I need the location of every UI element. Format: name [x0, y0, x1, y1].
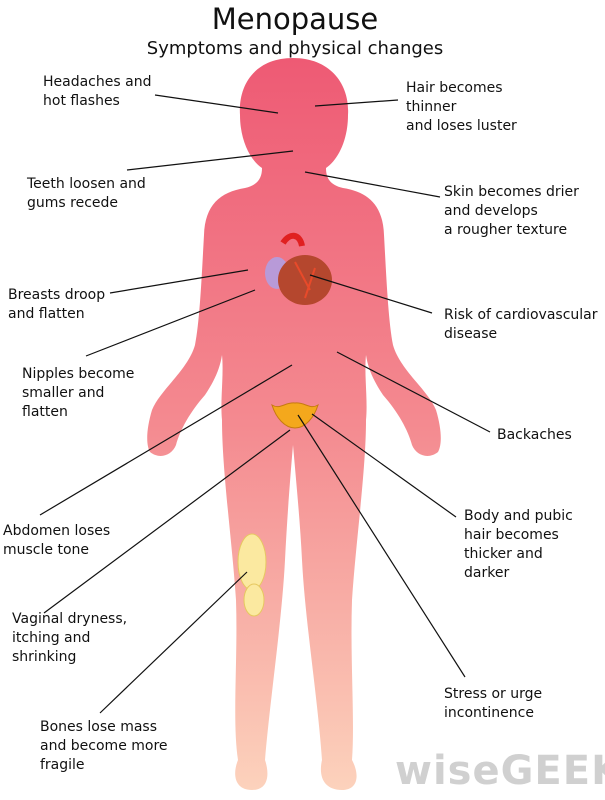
knee-joint-icon	[237, 533, 267, 617]
label-cardio: Risk of cardiovascular disease	[444, 307, 598, 342]
heart-icon	[265, 232, 332, 305]
label-backaches: Backaches	[497, 427, 572, 443]
label-skin: Skin becomes drier and develops a roughe…	[444, 184, 579, 238]
label-bones: Bones lose mass and become more fragile	[40, 719, 168, 773]
label-breasts: Breasts droop and flatten	[8, 287, 106, 322]
label-hair: Hair becomes thinner and loses luster	[406, 80, 517, 134]
wisegeek-watermark: wiseGEEK	[395, 748, 605, 794]
label-stress: Stress or urge incontinence	[444, 686, 543, 721]
label-headaches: Headaches and hot flashes	[43, 74, 152, 109]
label-pubic: Body and pubic hair becomes thicker and …	[464, 508, 573, 581]
label-nipples: Nipples become smaller and flatten	[22, 366, 135, 420]
diagram-title: Menopause	[211, 2, 379, 36]
uterus-icon	[271, 402, 319, 429]
label-abdomen: Abdomen loses muscle tone	[3, 523, 111, 558]
diagram-subtitle: Symptoms and physical changes	[146, 38, 444, 59]
leader-lines	[39, 94, 491, 714]
label-teeth: Teeth loosen and gums recede	[27, 176, 146, 211]
label-vaginal: Vaginal dryness, itching and shrinking	[12, 611, 128, 665]
